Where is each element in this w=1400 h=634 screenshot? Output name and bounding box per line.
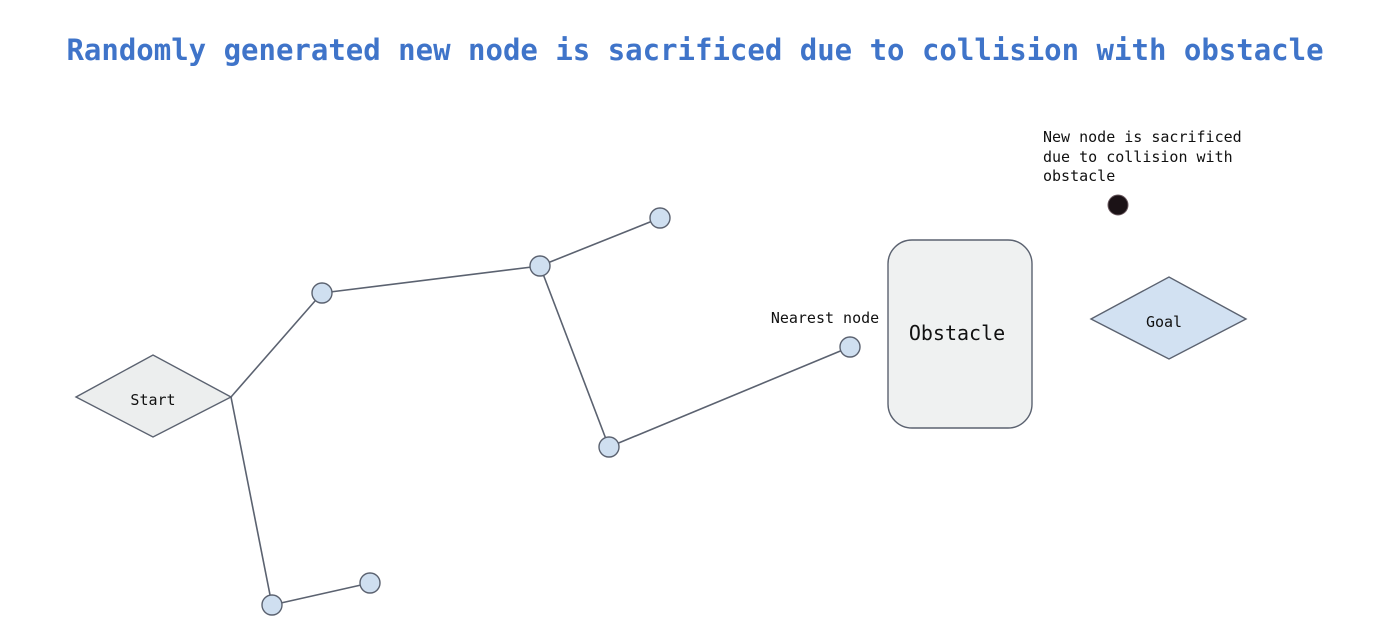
tree-node — [598, 436, 620, 458]
edge-n1-n2 — [321, 265, 541, 294]
obstacle-label: Obstacle — [909, 321, 1005, 345]
tree-node — [529, 255, 551, 277]
tree-nodes — [261, 207, 861, 616]
start-diamond — [74, 354, 233, 438]
start-label: Start — [130, 391, 175, 409]
tree-node — [261, 594, 283, 616]
sacrificed-node-group: New node is sacrificed due to collision … — [1043, 128, 1251, 216]
goal-label: Goal — [1146, 313, 1182, 331]
tree-node — [359, 572, 381, 594]
obstacle: Obstacle — [887, 239, 1033, 429]
diagram-title: Randomly generated new node is sacrifice… — [66, 33, 1323, 67]
sacrificed-new-node — [1107, 194, 1129, 216]
edge-n2-n4 — [539, 265, 610, 448]
tree-node — [649, 207, 671, 229]
edge-n4-nearest — [608, 346, 851, 448]
goal-node: Goal — [1089, 276, 1248, 360]
sacrificed-note: New node is sacrificed due to collision … — [1043, 128, 1251, 185]
obstacle-box — [887, 239, 1033, 429]
sacrificed-note-line: New node is sacrificed — [1043, 128, 1242, 146]
edge-start-n1 — [230, 292, 323, 398]
nearest-node-label: Nearest node — [771, 309, 879, 327]
edge-n2-n3 — [539, 217, 661, 267]
sacrificed-note-line: obstacle — [1043, 167, 1115, 185]
tree-edges — [230, 217, 851, 606]
edge-n6-n7 — [271, 582, 371, 606]
tree-node — [311, 282, 333, 304]
goal-diamond — [1089, 276, 1248, 360]
sacrificed-note-line: due to collision with — [1043, 148, 1233, 166]
nearest-node — [839, 336, 861, 358]
edge-start-n6 — [230, 396, 273, 606]
start-node: Start — [74, 354, 233, 438]
